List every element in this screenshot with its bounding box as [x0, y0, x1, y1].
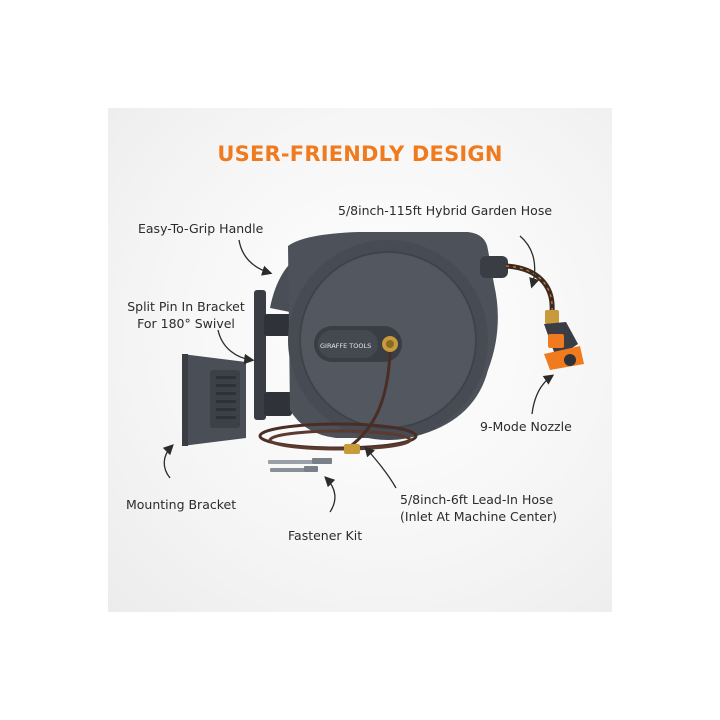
- hose-reel-illustration: GIRAFFE TOOLS: [162, 232, 584, 513]
- hybrid-hose-image: [505, 263, 559, 324]
- callout-hybrid-hose: 5/8inch-115ft Hybrid Garden Hose: [338, 203, 553, 218]
- callout-split-pin-line1: Split Pin In Bracket: [127, 299, 245, 314]
- hose-reel-image: [254, 232, 508, 440]
- nozzle-image: [544, 322, 584, 370]
- callout-lead-in-line2: (Inlet At Machine Center): [400, 509, 557, 524]
- callout-mounting-bracket: Mounting Bracket: [126, 497, 237, 512]
- page-title: USER-FRIENDLY DESIGN: [217, 142, 503, 166]
- lead-in-hose-image: [258, 351, 418, 454]
- callout-nozzle: 9-Mode Nozzle: [480, 419, 572, 434]
- mounting-bracket-image: [182, 354, 246, 446]
- callout-lead-in-hose: 5/8inch-6ft Lead-In Hose (Inlet At Machi…: [400, 491, 557, 525]
- callout-handle: Easy-To-Grip Handle: [138, 221, 264, 236]
- fastener-kit-image: [268, 458, 332, 472]
- callout-split-pin-line2: For 180° Swivel: [137, 316, 235, 331]
- callout-split-pin: Split Pin In Bracket For 180° Swivel: [120, 298, 252, 332]
- brand-label: GIRAFFE TOOLS: [320, 342, 371, 350]
- product-panel: USER-FRIENDLY DESIGN: [108, 108, 612, 612]
- callout-lead-in-line1: 5/8inch-6ft Lead-In Hose: [400, 492, 554, 507]
- callout-fastener-kit: Fastener Kit: [288, 528, 363, 543]
